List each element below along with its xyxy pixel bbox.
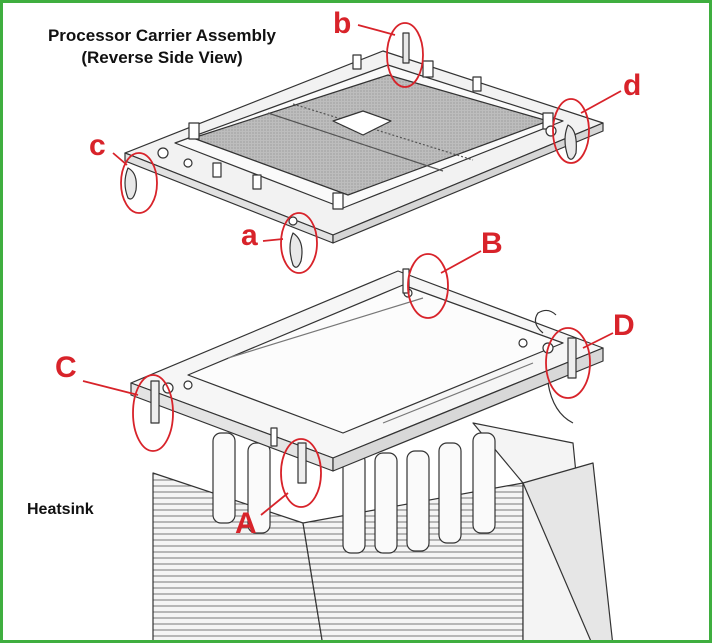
processor-carrier (124, 32, 604, 268)
callout-leader-B (440, 250, 482, 274)
heatsink-label: Heatsink (27, 501, 94, 518)
title-line-1: Processor Carrier Assembly (47, 26, 277, 45)
callout-ring-A (280, 438, 322, 508)
callout-leader-D (582, 332, 614, 349)
callout-label-b: b (333, 7, 352, 40)
callout-markers (82, 22, 622, 516)
callout-leader-a (262, 238, 284, 242)
callout-label-A: A (235, 507, 257, 540)
callout-ring-a (280, 212, 318, 274)
callout-leader-A (260, 492, 289, 516)
assembly-title: Processor Carrier Assembly (Reverse Side… (17, 25, 307, 69)
callout-label-a: a (241, 219, 258, 252)
callout-ring-B (407, 253, 449, 319)
callout-label-C: C (55, 351, 77, 384)
callout-ring-b (386, 22, 424, 88)
callout-leader-C (82, 380, 139, 396)
callout-ring-d (552, 98, 590, 164)
callout-label-d: d (623, 69, 642, 102)
callout-ring-c (120, 152, 158, 214)
callout-leader-c (112, 152, 128, 166)
heatsink (130, 268, 613, 640)
callout-ring-C (132, 374, 174, 452)
callout-label-B: B (481, 227, 503, 260)
callout-ring-D (545, 327, 591, 399)
title-line-2: (Reverse Side View) (81, 48, 243, 67)
callout-label-D: D (613, 309, 635, 342)
callout-leader-b (357, 24, 396, 36)
callout-label-c: c (89, 129, 106, 162)
assembly-illustration (82, 22, 622, 640)
callout-leader-d (580, 90, 622, 114)
